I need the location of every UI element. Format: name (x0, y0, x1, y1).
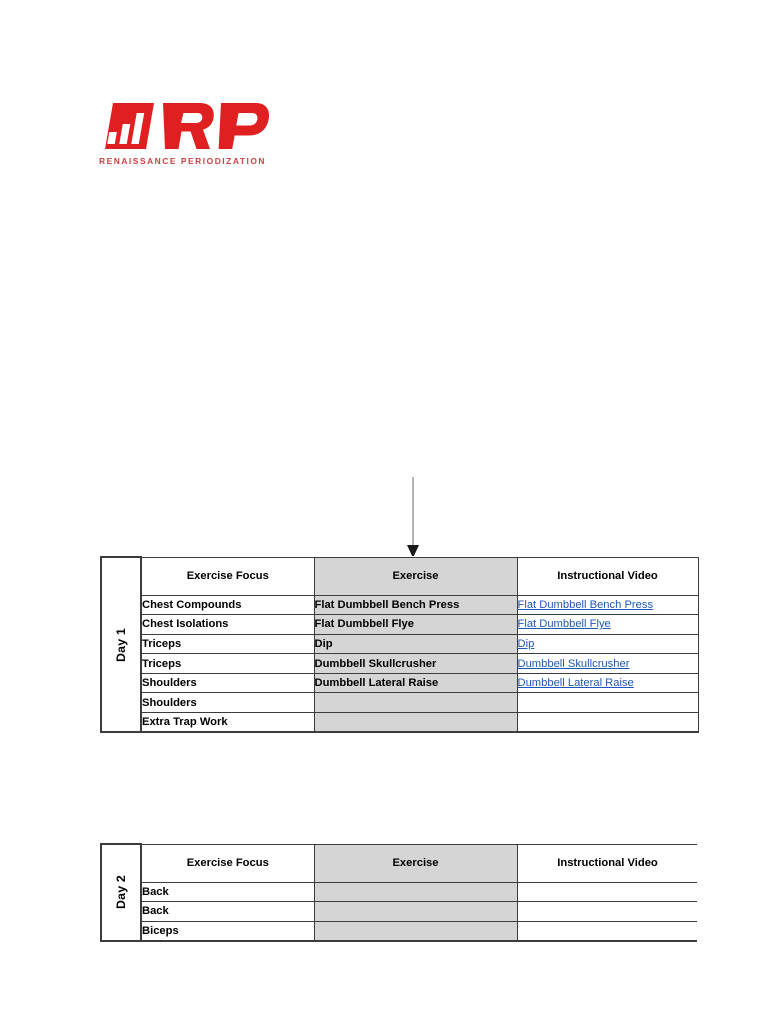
cell-exercise-focus: Biceps (140, 920, 315, 942)
table-row: Chest Compounds Flat Dumbbell Bench Pres… (101, 594, 699, 616)
column-header-instructional-video: Instructional Video (516, 556, 699, 596)
cell-exercise[interactable] (313, 901, 518, 922)
table-row: Back (101, 901, 697, 922)
table-row: Chest Isolations Flat Dumbbell Flye Flat… (101, 614, 699, 635)
brand-logo: RENAISSANCE PERIODIZATION (97, 100, 297, 178)
cell-instructional-video: Flat Dumbbell Bench Press (516, 594, 699, 616)
table-row: Triceps Dumbbell Skullcrusher Dumbbell S… (101, 653, 699, 674)
table-header-row: Day 2 Exercise Focus Exercise Instructio… (100, 843, 697, 942)
down-arrow-icon (407, 477, 419, 558)
cell-instructional-video: Dumbbell Skullcrusher (516, 653, 699, 674)
brand-tagline: RENAISSANCE PERIODIZATION (99, 156, 267, 166)
cell-exercise-focus: Triceps (140, 633, 315, 655)
cell-instructional-video: Flat Dumbbell Flye (516, 614, 699, 635)
table-row: Shoulders (101, 692, 699, 714)
cell-exercise-focus: Back (140, 881, 315, 903)
cell-instructional-video[interactable] (516, 692, 699, 714)
cell-instructional-video: Dumbbell Lateral Raise (516, 672, 699, 694)
table-row: Biceps (101, 920, 697, 942)
cell-instructional-video[interactable] (516, 712, 699, 734)
cell-instructional-video: Dip (516, 633, 699, 655)
day-label-cell: Day 2 (100, 843, 142, 942)
workout-table-day-2: Day 2 Exercise Focus Exercise Instructio… (100, 843, 697, 942)
cell-exercise[interactable]: Dumbbell Skullcrusher (313, 653, 518, 674)
cell-exercise[interactable]: Flat Dumbbell Flye (313, 614, 518, 635)
cell-exercise-focus: Shoulders (140, 692, 315, 714)
rp-logo-icon (105, 103, 269, 149)
workout-table-day-1: Day 1 Exercise Focus Exercise Instructio… (100, 555, 699, 734)
cell-exercise[interactable] (313, 920, 518, 942)
cell-instructional-video[interactable] (516, 920, 697, 942)
video-link[interactable]: Dumbbell Lateral Raise (517, 677, 634, 690)
table-row: Triceps Dip Dip (101, 633, 699, 655)
cell-exercise-focus: Shoulders (140, 672, 315, 694)
cell-exercise[interactable]: Dip (313, 633, 518, 655)
cell-exercise[interactable] (313, 881, 518, 903)
cell-exercise-focus: Chest Isolations (140, 614, 315, 635)
day-label: Day 1 (113, 627, 128, 662)
cell-exercise[interactable] (313, 712, 518, 734)
table-row: Back (101, 881, 697, 903)
video-link[interactable]: Flat Dumbbell Flye (517, 618, 611, 631)
table-row: Extra Trap Work (101, 712, 699, 734)
cell-exercise-focus: Back (140, 901, 315, 922)
cell-exercise[interactable]: Flat Dumbbell Bench Press (313, 594, 518, 616)
column-header-exercise-focus: Exercise Focus (140, 556, 315, 596)
cell-exercise-focus: Triceps (140, 653, 315, 674)
video-link[interactable]: Dip (517, 637, 535, 650)
day-label: Day 2 (113, 875, 128, 910)
table-header-row: Day 1 Exercise Focus Exercise Instructio… (100, 555, 699, 734)
cell-instructional-video[interactable] (516, 901, 697, 922)
column-header-exercise: Exercise (313, 843, 518, 883)
day-label-cell: Day 1 (100, 555, 142, 734)
video-link[interactable]: Dumbbell Skullcrusher (517, 657, 630, 670)
cell-exercise[interactable] (313, 692, 518, 714)
cell-exercise[interactable]: Dumbbell Lateral Raise (313, 672, 518, 694)
video-link[interactable]: Flat Dumbbell Bench Press (517, 598, 654, 611)
cell-exercise-focus: Extra Trap Work (140, 712, 315, 734)
column-header-instructional-video: Instructional Video (516, 843, 697, 883)
cell-exercise-focus: Chest Compounds (140, 594, 315, 616)
column-header-exercise-focus: Exercise Focus (140, 843, 315, 883)
table-row: Shoulders Dumbbell Lateral Raise Dumbbel… (101, 672, 699, 694)
cell-instructional-video[interactable] (516, 881, 697, 903)
column-header-exercise: Exercise (313, 556, 518, 596)
